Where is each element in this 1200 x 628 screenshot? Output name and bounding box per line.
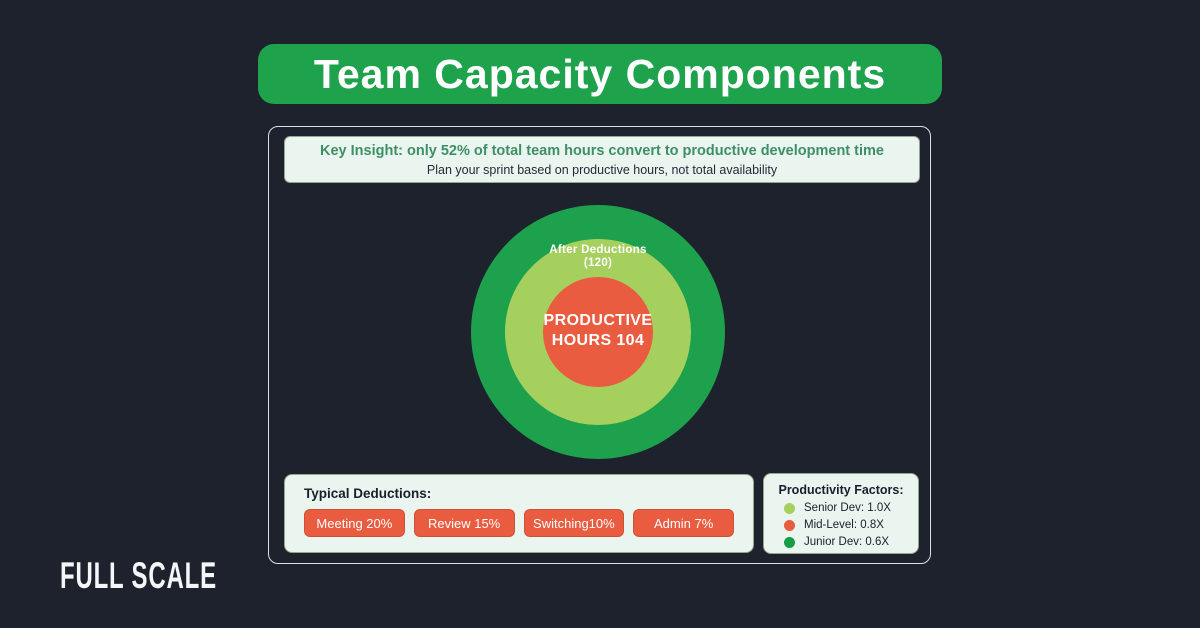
after-deductions-label-line1: After Deductions (549, 244, 647, 256)
productive-hours-label: PRODUCTIVE HOURS 104 (523, 311, 673, 351)
page-title-banner: Team Capacity Components (258, 44, 942, 104)
senior-dev-label: Senior Dev: 1.0X (804, 502, 891, 514)
page-title: Team Capacity Components (313, 50, 887, 97)
after-deductions-label-line2: (120) (583, 257, 613, 269)
productive-hours-circle (543, 277, 653, 387)
main-panel: Key Insight: only 52% of total team hour… (268, 126, 931, 564)
typical-deductions-title: Typical Deductions: (304, 486, 432, 501)
productive-hours-label-line2: HOURS 104 (551, 332, 645, 349)
key-insight-subtext: Plan your sprint based on productive hou… (426, 162, 778, 177)
senior-dev-dot (784, 502, 795, 514)
mid-level-label: Mid-Level: 0.8X (804, 519, 884, 531)
after-deductions-label: After Deductions (120) (505, 244, 691, 270)
factor-row-midlevel: Mid-Level: 0.8X (774, 519, 908, 531)
productivity-factors-title: Productivity Factors: (778, 483, 904, 497)
deduction-chip-meeting[interactable]: Meeting 20% (304, 509, 405, 537)
typical-deductions-box: Typical Deductions: Meeting 20% Review 1… (284, 474, 754, 553)
full-scale-logo: FULL SCALE (60, 556, 217, 597)
deduction-chip-admin[interactable]: Admin 7% (633, 509, 734, 537)
deduction-chip-review[interactable]: Review 15% (413, 509, 515, 537)
productive-hours-label-line1: PRODUCTIVE (543, 312, 653, 329)
key-insight-headline: Key Insight: only 52% of total team hour… (320, 142, 884, 159)
productivity-factors-box: Productivity Factors: Senior Dev: 1.0X M… (763, 473, 919, 554)
junior-dev-label: Junior Dev: 0.6X (804, 536, 890, 548)
mid-level-dot (784, 519, 795, 531)
junior-dev-dot (784, 536, 795, 548)
factor-row-senior: Senior Dev: 1.0X (774, 502, 908, 514)
deduction-chip-row: Meeting 20% Review 15% Switching10% Admi… (304, 509, 734, 537)
key-insight-box: Key Insight: only 52% of total team hour… (284, 136, 920, 183)
deduction-chip-switching[interactable]: Switching10% (523, 509, 625, 537)
factor-row-junior: Junior Dev: 0.6X (774, 536, 908, 548)
